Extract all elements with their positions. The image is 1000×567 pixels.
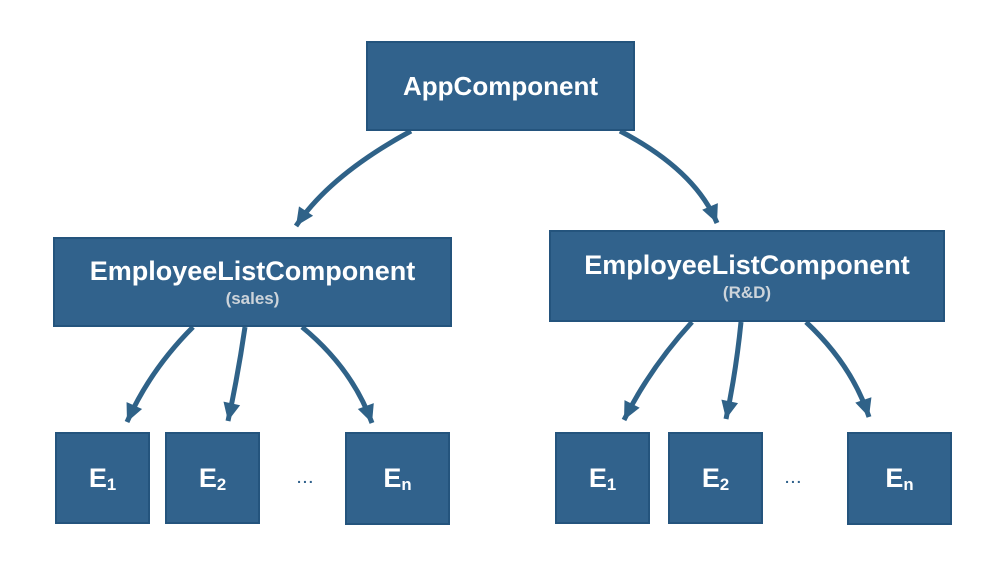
edge-rnd-to-e1 [621, 320, 694, 422]
arrowhead [126, 402, 143, 422]
subscript: 2 [216, 474, 227, 494]
edge-app-to-sales [293, 128, 413, 228]
node-rnd-employee-1: E1 [555, 432, 650, 524]
subscript: 2 [719, 474, 730, 494]
edge-sales-to-e1 [124, 325, 195, 424]
node-label: EmployeeListComponent [89, 256, 416, 287]
ellipsis-rnd: ... [785, 470, 803, 486]
node-sales-employee-n: En [345, 432, 450, 525]
arrowhead [624, 400, 640, 420]
edge-sales-to-en [300, 325, 375, 424]
edge-app-to-rnd [618, 128, 720, 224]
node-subtitle: (sales) [225, 288, 280, 308]
node-employee-list-sales: EmployeeListComponent (sales) [53, 237, 452, 327]
node-label: E1 [588, 462, 617, 494]
node-subtitle: (R&D) [722, 282, 772, 302]
node-sales-employee-1: E1 [55, 432, 150, 524]
node-rnd-employee-n: En [847, 432, 952, 525]
edge-sales-to-e2 [225, 326, 248, 422]
node-app-component: AppComponent [366, 41, 635, 131]
node-label: E2 [701, 462, 730, 494]
arrowhead [357, 403, 374, 423]
subscript: n [401, 475, 412, 495]
arrowhead [855, 397, 872, 417]
node-sales-employee-2: E2 [165, 432, 260, 524]
node-label: E2 [198, 462, 227, 494]
node-label: E1 [88, 462, 117, 494]
node-label: En [383, 463, 412, 495]
node-employee-list-rnd: EmployeeListComponent (R&D) [549, 230, 945, 322]
node-label: En [885, 463, 914, 495]
subscript: 1 [106, 474, 117, 494]
edge-rnd-to-e2 [723, 321, 744, 420]
node-label: EmployeeListComponent [584, 250, 910, 281]
node-label: AppComponent [403, 70, 598, 101]
arrowhead [702, 203, 718, 223]
subscript: n [903, 475, 914, 495]
arrowhead [721, 399, 739, 419]
ellipsis-sales: ... [297, 470, 315, 486]
arrowhead [296, 206, 314, 226]
subscript: 1 [606, 474, 617, 494]
node-rnd-employee-2: E2 [668, 432, 763, 524]
edge-rnd-to-en [804, 320, 872, 418]
arrowhead [223, 401, 241, 421]
